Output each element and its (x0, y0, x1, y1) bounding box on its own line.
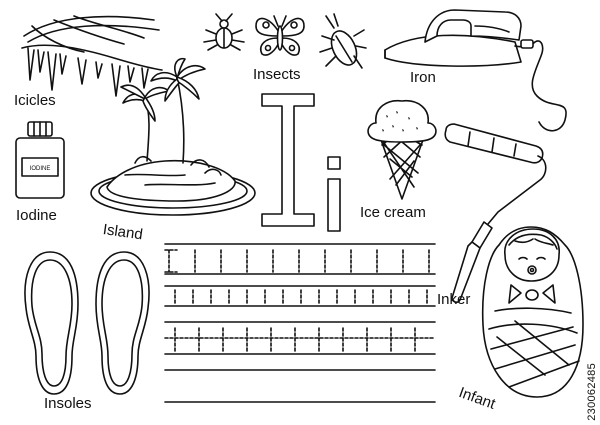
insoles-label: Insoles (44, 395, 92, 412)
insoles-illustration (24, 251, 150, 395)
iodine-label: Iodine (16, 207, 57, 224)
practice-row-1[interactable] (164, 243, 436, 275)
handwriting-practice-lines[interactable] (164, 238, 436, 408)
iron-label: Iron (410, 69, 436, 86)
cockroach-icon (319, 13, 367, 69)
practice-row-4[interactable] (164, 369, 436, 403)
stock-image-id: 230062485 (586, 363, 598, 421)
icicles-illustration (21, 15, 163, 97)
practice-row-3[interactable] (164, 321, 436, 355)
inker-label: Inker (437, 291, 471, 308)
svg-text:IODINE: IODINE (30, 166, 51, 172)
practice-row-2[interactable] (164, 285, 436, 307)
ice-cream-label: Ice cream (360, 204, 426, 221)
icicles-label: Icicles (14, 92, 56, 109)
iodine-bottle-illustration: IODINE (15, 121, 65, 199)
iron-illustration (384, 9, 567, 132)
beetle-icon (203, 13, 245, 51)
letter-lower-i (327, 156, 341, 232)
infant-illustration (481, 226, 584, 398)
inker-illustration (444, 123, 547, 303)
island-illustration (90, 57, 256, 216)
letter-upper-i (261, 93, 315, 227)
ice-cream-illustration (367, 99, 437, 200)
insects-label: Insects (253, 66, 301, 83)
butterfly-icon (255, 15, 305, 56)
island-label: Island (101, 221, 144, 244)
